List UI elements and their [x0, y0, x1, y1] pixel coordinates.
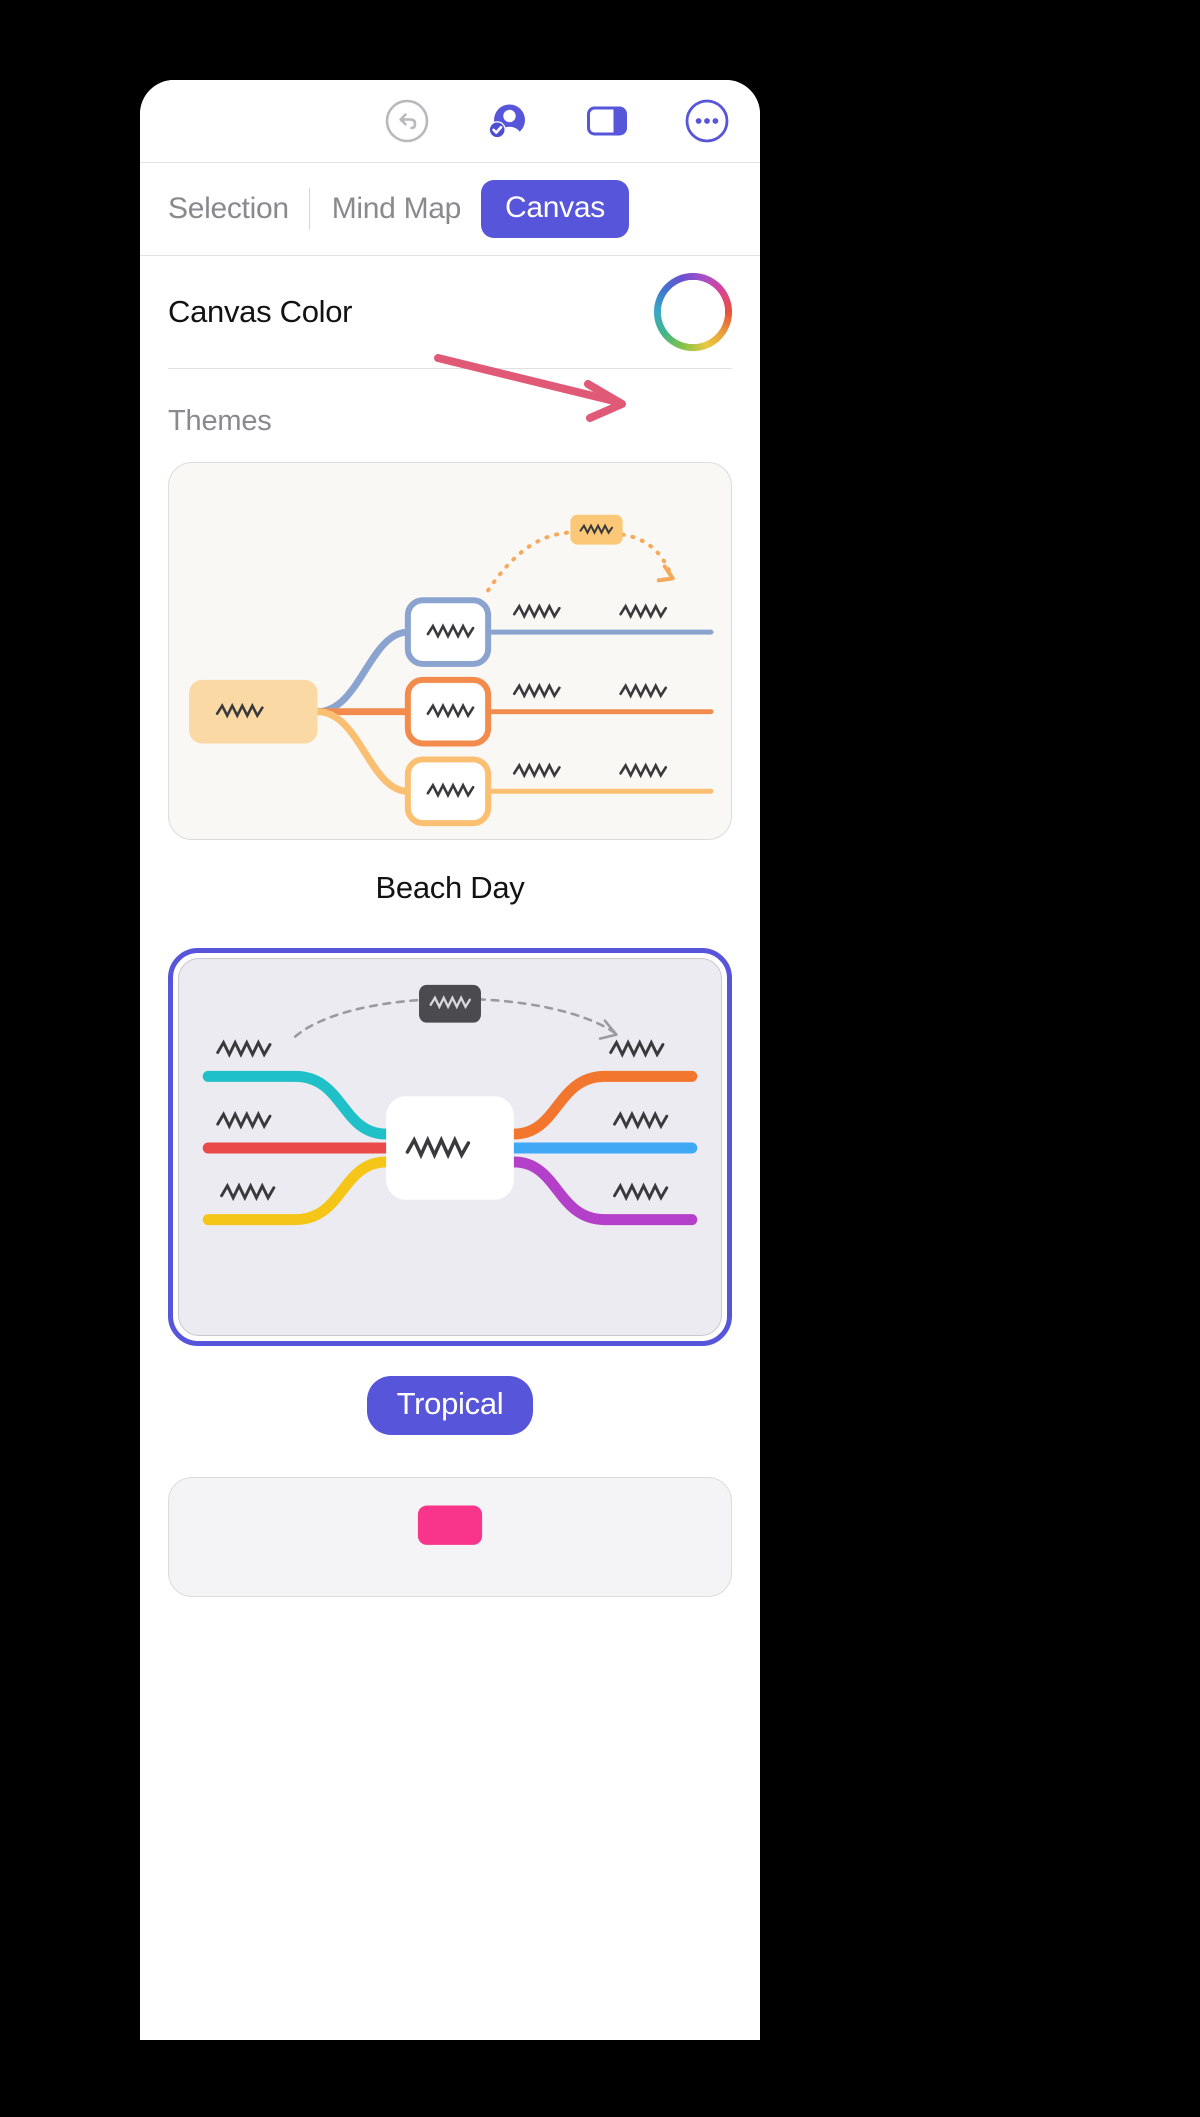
color-wheel-swatch[interactable] — [654, 273, 732, 351]
toolbar-divider — [140, 162, 760, 163]
theme-item-beach-day[interactable]: Beach Day — [168, 462, 732, 940]
theme-preview-tropical[interactable] — [178, 958, 722, 1336]
toolbar — [140, 80, 760, 162]
theme-label-beach-day: Beach Day — [375, 870, 525, 905]
tab-separator — [308, 188, 310, 230]
tab-selection[interactable]: Selection — [168, 192, 289, 225]
tab-canvas[interactable]: Canvas — [481, 180, 629, 238]
theme-selection-ring — [168, 948, 732, 1346]
canvas-color-label: Canvas Color — [168, 294, 353, 329]
theme-label-tropical-pill[interactable]: Tropical — [366, 1376, 534, 1435]
theme-label-tropical: Tropical — [168, 1346, 732, 1469]
theme-item-next[interactable] — [168, 1477, 732, 1597]
tab-bar: Selection Mind Map Canvas — [140, 163, 760, 255]
tab-mind-map[interactable]: Mind Map — [331, 192, 462, 225]
account-verified-icon[interactable] — [484, 98, 530, 144]
tabbar-divider — [140, 255, 760, 256]
app-screen: Selection Mind Map Canvas Canvas Color T… — [140, 80, 760, 2040]
themes-heading: Themes — [168, 405, 272, 437]
canvas-panel: Canvas Color Themes — [140, 256, 760, 1597]
theme-preview-beach-day[interactable] — [168, 462, 732, 840]
canvas-color-row[interactable]: Canvas Color — [168, 256, 732, 368]
sidebar-panel-icon[interactable] — [584, 98, 630, 144]
theme-preview-next[interactable] — [168, 1477, 732, 1597]
undo-icon[interactable] — [384, 98, 430, 144]
more-options-icon[interactable] — [684, 98, 730, 144]
theme-item-tropical[interactable]: Tropical — [168, 948, 732, 1469]
